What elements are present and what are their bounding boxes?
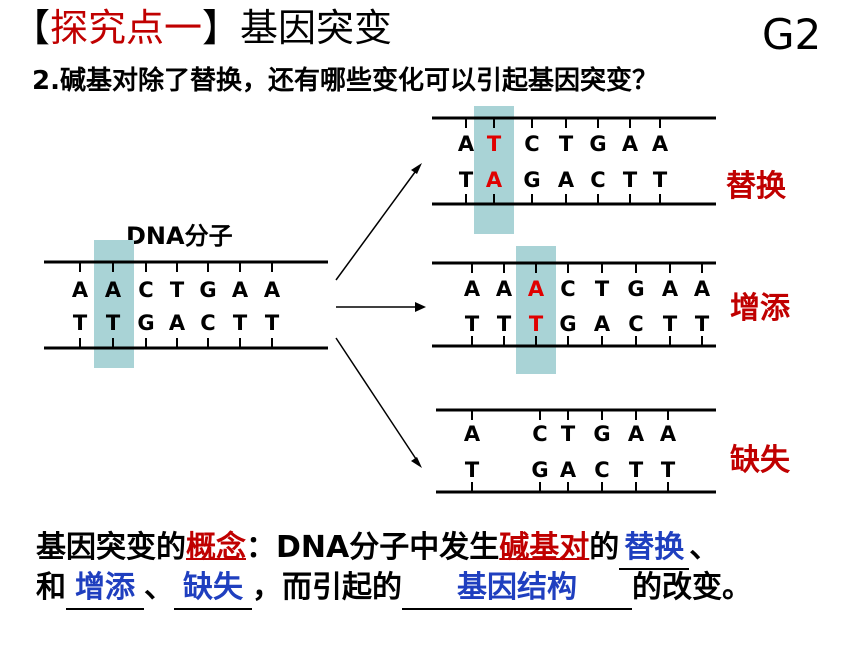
- blank-addition: 增添: [66, 568, 144, 610]
- blank-substitution: 替换: [619, 528, 690, 570]
- substitution-base-bottom: G: [523, 168, 540, 192]
- substitution-base-top: T: [559, 132, 574, 156]
- original-base-bottom: T: [233, 311, 248, 335]
- page-title: 【探究点一】基因突变: [12, 6, 393, 50]
- substitution-base-bottom: T: [459, 168, 474, 192]
- blank-deletion: 缺失: [174, 568, 252, 610]
- substitution-base-bottom: A: [486, 168, 503, 192]
- deletion-base-top: A: [464, 422, 481, 446]
- original-base-top: T: [170, 278, 185, 302]
- substitution-base-bottom: T: [653, 168, 668, 192]
- deletion-base-bottom: T: [661, 458, 676, 482]
- addition-base-top: T: [595, 277, 610, 301]
- substitution-base-top: T: [487, 132, 502, 156]
- addition-base-bottom: C: [628, 312, 643, 336]
- addition-base-top: C: [560, 277, 575, 301]
- addition-base-bottom: T: [465, 312, 480, 336]
- addition-base-top: A: [496, 277, 513, 301]
- arrowhead-1: [411, 163, 422, 174]
- addition-base-top: A: [528, 277, 545, 301]
- arrow-to-substitution: [335, 167, 419, 281]
- substitution-base-bottom: C: [590, 168, 605, 192]
- addition-base-top: G: [627, 277, 644, 301]
- addition-base-top: A: [464, 277, 481, 301]
- original-base-bottom: G: [137, 311, 154, 335]
- substitution-base-top: A: [652, 132, 669, 156]
- original-base-top: A: [232, 278, 249, 302]
- addition-base-bottom: T: [663, 312, 678, 336]
- deletion-base-top: A: [628, 422, 645, 446]
- deletion-base-top: T: [561, 422, 576, 446]
- original-base-bottom: T: [265, 311, 280, 335]
- deletion-base-bottom: C: [594, 458, 609, 482]
- substitution-base-top: A: [622, 132, 639, 156]
- arrowhead-3: [411, 457, 422, 468]
- base-pair-term: 碱基对: [499, 530, 590, 565]
- concept-term: 概念: [186, 530, 246, 565]
- addition-base-bottom: A: [594, 312, 611, 336]
- deletion-base-top: C: [532, 422, 547, 446]
- deletion-base-top: A: [660, 422, 677, 446]
- arrowhead-2: [415, 302, 426, 312]
- deletion-base-bottom: T: [465, 458, 480, 482]
- deletion-base-top: G: [593, 422, 610, 446]
- label-addition: 增添: [730, 291, 791, 326]
- slide-tag: G2: [762, 10, 822, 59]
- addition-base-bottom: T: [529, 312, 544, 336]
- addition-base-top: A: [694, 277, 711, 301]
- original-base-top: A: [264, 278, 281, 302]
- addition-base-bottom: T: [497, 312, 512, 336]
- concept-line-1: 基因突变的概念：DNA分子中发生碱基对的替换、: [36, 528, 719, 570]
- original-base-top: A: [105, 278, 122, 302]
- deletion-base-bottom: T: [629, 458, 644, 482]
- substitution-base-top: G: [589, 132, 606, 156]
- addition-base-bottom: G: [559, 312, 576, 336]
- dna-label: DNA分子: [126, 222, 233, 250]
- original-base-bottom: C: [200, 311, 215, 335]
- substitution-base-bottom: T: [623, 168, 638, 192]
- original-base-bottom: T: [73, 311, 88, 335]
- title-highlight: 探究点一: [50, 6, 203, 50]
- arrow-to-deletion: [335, 337, 419, 463]
- deletion-base-bottom: G: [531, 458, 548, 482]
- addition-base-top: A: [662, 277, 679, 301]
- arrows: [335, 167, 420, 463]
- deletion-base-bottom: A: [560, 458, 577, 482]
- substitution-base-bottom: A: [558, 168, 575, 192]
- substitution-base-top: C: [524, 132, 539, 156]
- label-substitution: 替换: [726, 169, 787, 204]
- question-text: 2.碱基对除了替换，还有哪些变化可以引起基因突变？: [32, 66, 658, 96]
- label-deletion: 缺失: [730, 443, 791, 478]
- concept-line-2: 和增添、缺失，而引起的基因结构的改变。: [36, 568, 752, 610]
- original-base-bottom: T: [106, 311, 121, 335]
- blank-gene-structure: 基因结构: [402, 568, 632, 610]
- original-base-top: C: [138, 278, 153, 302]
- substitution-base-top: A: [458, 132, 475, 156]
- addition-base-bottom: T: [695, 312, 710, 336]
- original-base-top: A: [72, 278, 89, 302]
- original-base-bottom: A: [169, 311, 186, 335]
- original-base-top: G: [199, 278, 216, 302]
